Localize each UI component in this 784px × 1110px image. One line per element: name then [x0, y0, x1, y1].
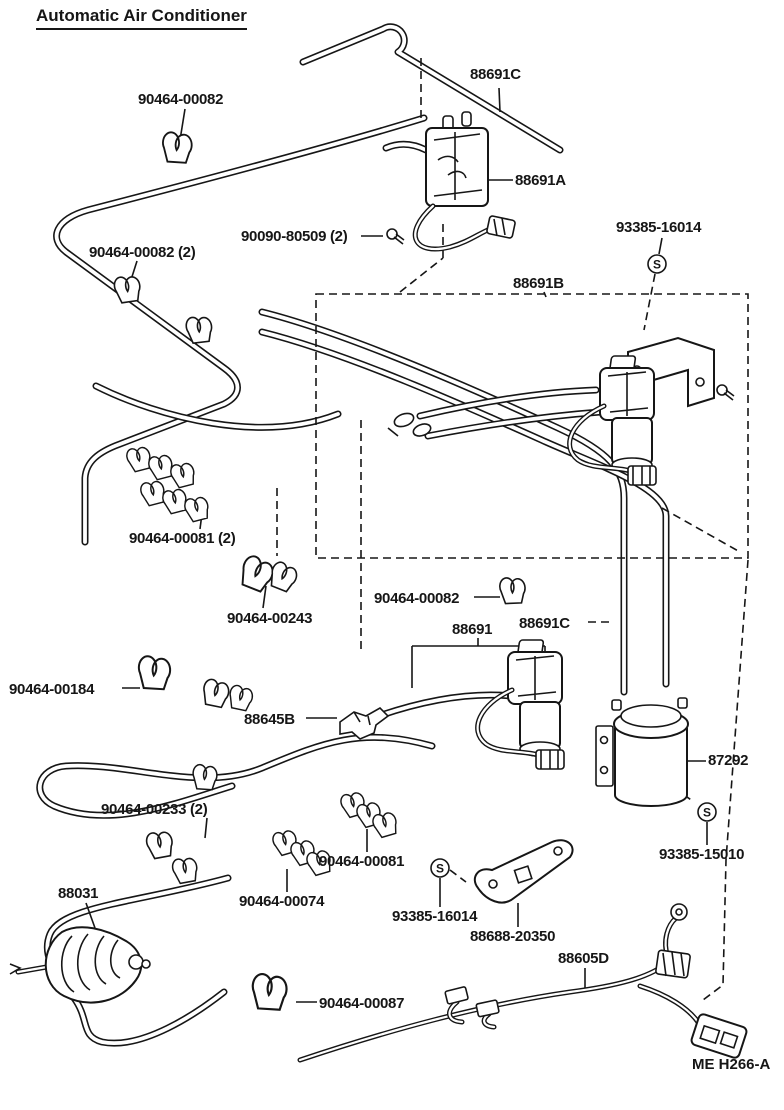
s-badge-icon: S [697, 802, 717, 822]
svg-text:S: S [703, 806, 711, 820]
part-label-90464-00087: 90464-00087 [319, 995, 405, 1012]
vsv-assembly-88691a [386, 111, 516, 252]
vsv-assembly-88691b [570, 336, 735, 485]
svg-text:S: S [653, 258, 661, 272]
connector-icon [444, 986, 469, 1005]
s-badge-icon: S [430, 858, 450, 878]
clamp-icon [137, 655, 172, 691]
clamp-icon [170, 854, 201, 887]
part-label-88691: 88691 [452, 621, 493, 638]
page-title: Automatic Air Conditioner [36, 6, 247, 30]
part-label-90464-00081-2: 90464-00081 (2) [129, 530, 236, 547]
part-label-87292: 87292 [708, 752, 749, 769]
vacuum-tank-87292 [595, 697, 689, 807]
actuator-88031 [9, 926, 151, 1004]
clamp-icon [138, 477, 169, 509]
part-label-88031: 88031 [58, 885, 99, 902]
standard-part-badges: S S S [430, 254, 717, 878]
part-label-88688-20350: 88688-20350 [470, 928, 556, 945]
clamp-icon [162, 131, 193, 164]
hose-clamps [112, 131, 528, 1011]
clamp-icon [498, 575, 528, 606]
part-label-90464-00074: 90464-00074 [239, 893, 325, 910]
part-label-88605d: 88605D [558, 950, 609, 967]
s-badge-icon: S [647, 254, 667, 274]
part-label-93385-16014-b: 93385-16014 [392, 908, 478, 925]
bolt-icon [716, 384, 735, 401]
part-label-90464-00082-2: 90464-00082 (2) [89, 244, 196, 261]
svg-text:S: S [436, 862, 444, 876]
clamp-icon [143, 827, 177, 862]
part-label-88691a: 88691A [515, 172, 566, 189]
ring-terminal-icon [670, 903, 688, 921]
connector-block-icon [655, 949, 691, 979]
part-label-93385-15010: 93385-15010 [659, 846, 745, 863]
part-label-90464-00082-mid: 90464-00082 [374, 590, 460, 607]
part-label-90464-00233-2: 90464-00233 (2) [101, 801, 208, 818]
connector-icon [475, 999, 500, 1018]
vsv-assembly-88691 [478, 640, 564, 769]
clamp-icon [182, 493, 213, 525]
part-label-90464-00184: 90464-00184 [9, 681, 95, 698]
clamp-icon [160, 485, 191, 517]
clamp-icon [251, 972, 288, 1011]
part-label-90464-00081-b: 90464-00081 [319, 853, 405, 870]
part-label-88691b: 88691B [513, 275, 564, 292]
part-label-88691c-mid: 88691C [519, 615, 570, 632]
hose-junction [387, 412, 432, 437]
part-label-88645b: 88645B [244, 711, 295, 728]
part-label-93385-16014-top: 93385-16014 [616, 219, 702, 236]
clamp-icon [112, 272, 144, 306]
part-label-90090-80509: 90090-80509 (2) [241, 228, 348, 245]
y-connector-88645b [339, 707, 390, 740]
clamp-icon [168, 459, 199, 491]
main-connector-icon [690, 1013, 748, 1059]
bracket-88688-20350 [473, 839, 574, 904]
part-label-90464-00243: 90464-00243 [227, 610, 313, 627]
plate-code: ME H266-A [692, 1056, 771, 1073]
screw-90090-80509-icon [386, 228, 405, 245]
clamp-icon [227, 683, 255, 713]
clamp-icon [266, 559, 301, 595]
clamp-icon [192, 763, 218, 791]
clamp-icon [124, 443, 155, 475]
part-label-88691c-top: 88691C [470, 66, 521, 83]
clamp-icon [236, 553, 277, 595]
clamp-icon [200, 677, 231, 709]
clamp-icon [146, 451, 177, 483]
wire-harness-88605d [297, 903, 748, 1063]
part-label-90464-00082-top: 90464-00082 [138, 91, 224, 108]
